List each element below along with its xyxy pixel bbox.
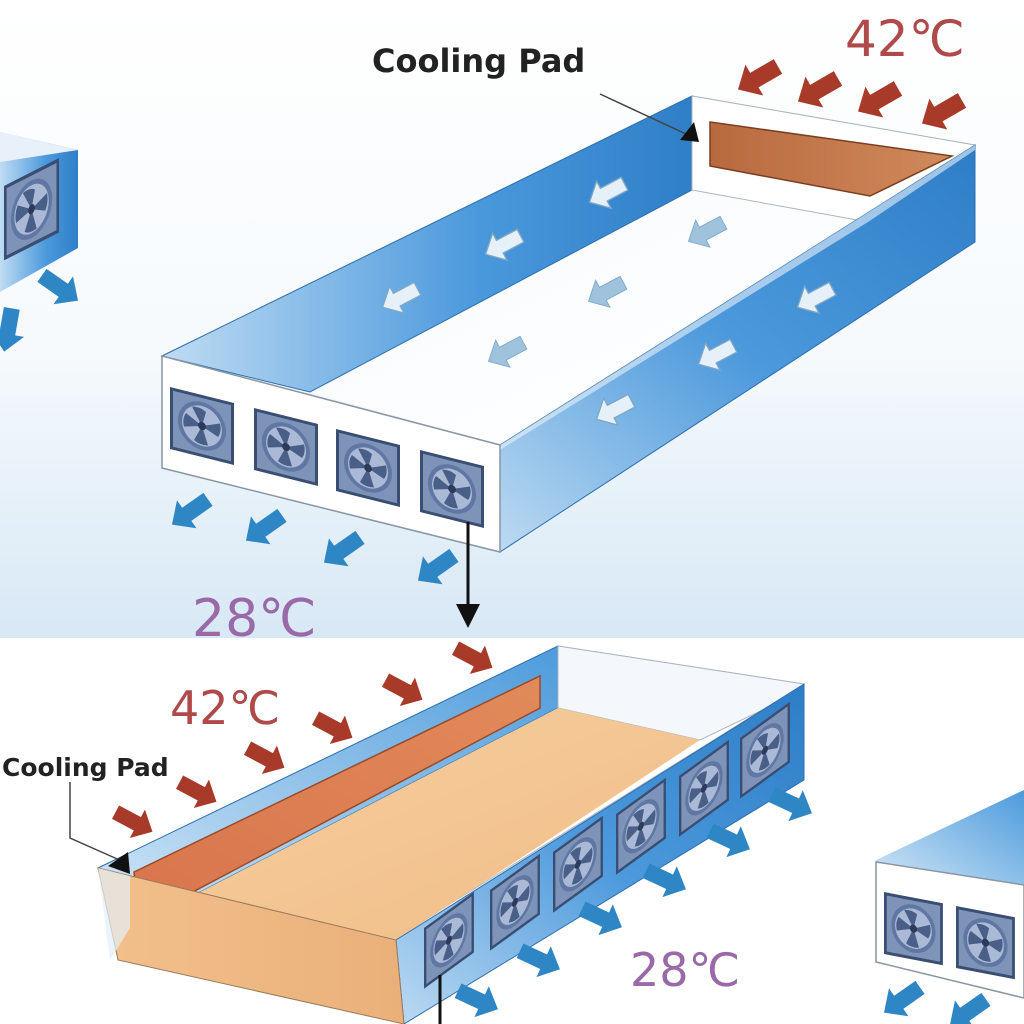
pointer-arrowhead bbox=[680, 122, 699, 142]
top-greenhouse bbox=[160, 95, 977, 553]
right-partial-house bbox=[875, 790, 1024, 999]
connector-arrowhead bbox=[456, 604, 480, 628]
top-hot-temp: 42℃ bbox=[845, 10, 965, 68]
pointer-arrowhead-bottom bbox=[108, 852, 130, 874]
bottom-panel: Cooling Pad 42℃ 28℃ bbox=[0, 633, 1024, 1024]
cooling-pad-pointer-bottom bbox=[69, 782, 125, 863]
bottom-cooling-pad-label: Cooling Pad bbox=[2, 753, 169, 782]
top-cooling-pad-label: Cooling Pad bbox=[372, 42, 585, 80]
cooling-pad bbox=[709, 121, 955, 197]
fan-icon bbox=[884, 892, 943, 966]
bottom-hot-temp: 42℃ bbox=[170, 681, 280, 735]
left-partial-house bbox=[0, 132, 78, 292]
front-wall bbox=[161, 355, 501, 553]
top-panel: Cooling Pad 42℃ 28℃ bbox=[0, 0, 1024, 649]
panel-divider bbox=[0, 638, 1024, 642]
fan-icon bbox=[956, 906, 1015, 980]
cooling-pad-pointer bbox=[599, 93, 687, 135]
bottom-cool-temp: 28℃ bbox=[630, 943, 740, 997]
bottom-greenhouse bbox=[96, 645, 806, 1024]
greenhouse-floor bbox=[130, 708, 700, 940]
